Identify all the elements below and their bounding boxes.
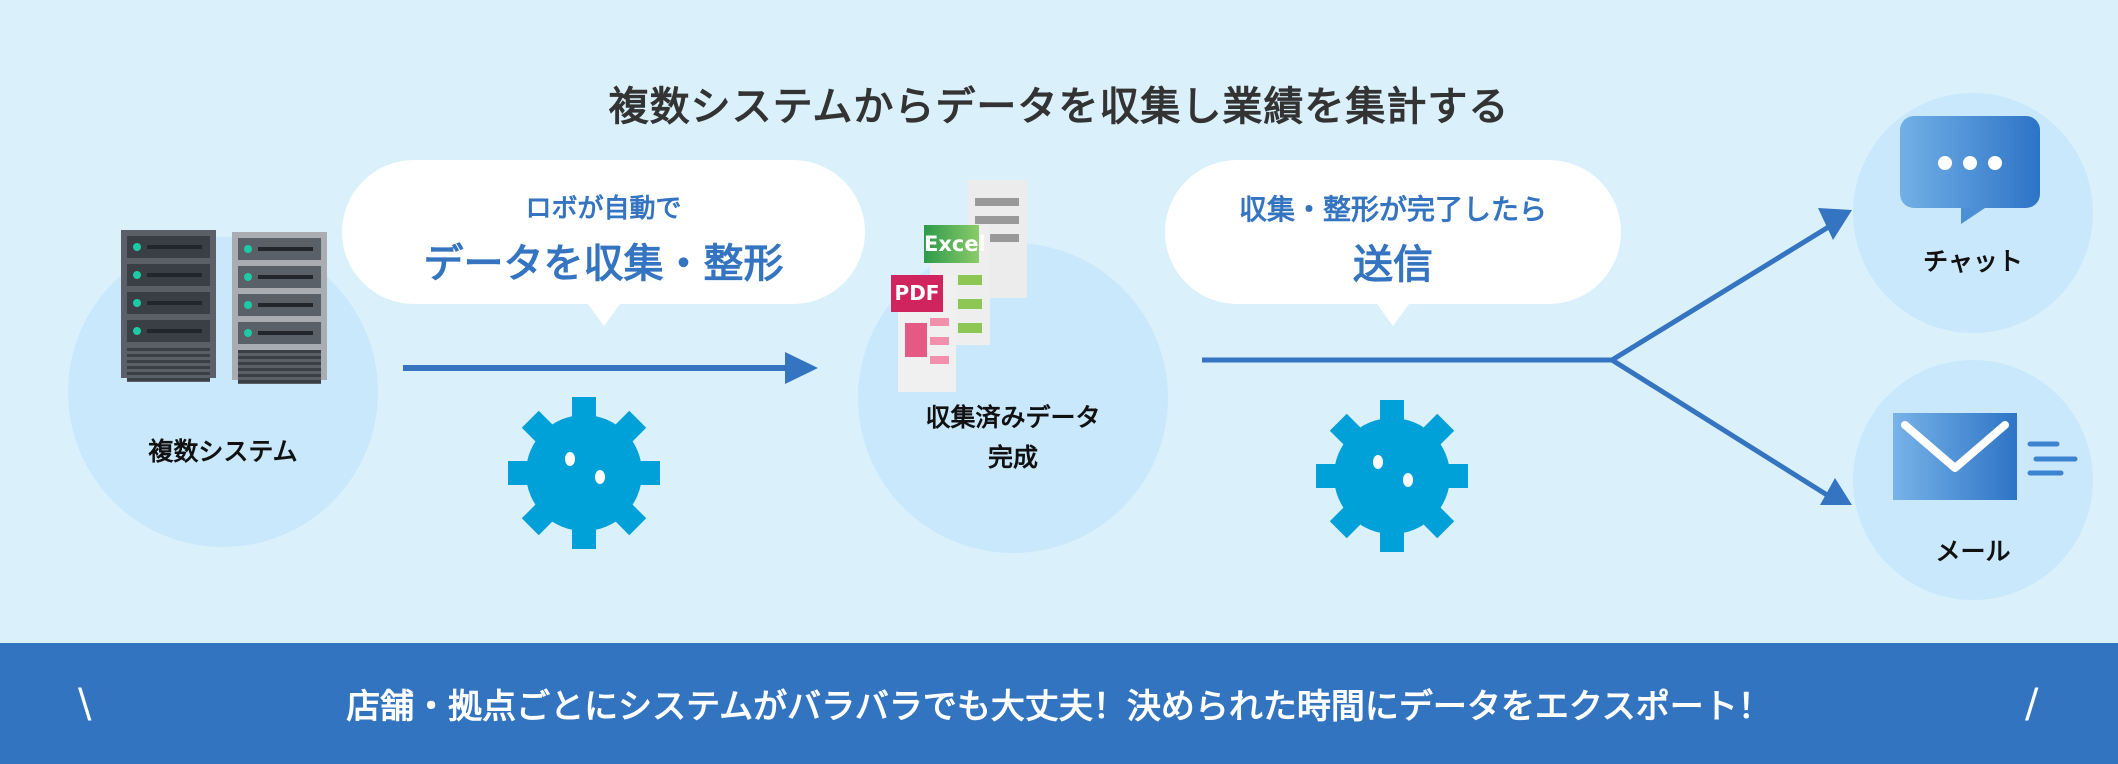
- robot-gear-icon: [1316, 400, 1468, 552]
- diagram-title: 複数システムからデータを収集し業績を集計する: [608, 84, 1510, 130]
- arrow-to-chat: [1610, 220, 1837, 363]
- bubble-line2: データを収集・整形: [423, 241, 784, 287]
- robot-gear-icon: [508, 397, 660, 549]
- pdf-file-icon: [898, 275, 956, 392]
- bubble-line2: 送信: [1353, 242, 1433, 288]
- arrow-head: [1818, 208, 1852, 240]
- banner-slash-left: \: [78, 680, 92, 727]
- bubble-line1: 収集・整形が完了したら: [1238, 193, 1547, 226]
- server-icon: [232, 232, 327, 384]
- bubble-line1: ロボが自動で: [525, 194, 682, 224]
- bottom-banner: \ 店舗・拠点ごとにシステムがバラバラでも大丈夫！決められた時間にデータをエクス…: [0, 643, 2118, 764]
- data-label-line2: 完成: [987, 443, 1038, 472]
- source-label: 複数システム: [148, 437, 298, 466]
- data-label: 収集済みデータ 完成: [858, 398, 1168, 478]
- chat-label: チャット: [1923, 247, 2023, 276]
- arrow-head: [785, 352, 818, 384]
- pdf-tag: PDF: [891, 275, 943, 312]
- speech-bubble-send: 収集・整形が完了したら 送信: [1165, 160, 1621, 326]
- speech-bubble-collect: ロボが自動で データを収集・整形: [342, 160, 865, 326]
- server-icon: [121, 230, 216, 382]
- chat-icon: [1900, 116, 2040, 224]
- arrow-head: [1820, 478, 1852, 505]
- banner-text: 店舗・拠点ごとにシステムがバラバラでも大丈夫！決められた時間にデータをエクスポー…: [346, 687, 1772, 727]
- flow-arrows: [403, 208, 1852, 552]
- data-label-line1: 収集済みデータ: [925, 403, 1101, 432]
- banner-slash-right: /: [2025, 680, 2039, 727]
- mail-icon: [1893, 413, 2078, 500]
- mail-label: メール: [1935, 537, 2011, 566]
- arrow-to-mail: [1610, 357, 1837, 503]
- excel-tag: Excel: [924, 225, 986, 263]
